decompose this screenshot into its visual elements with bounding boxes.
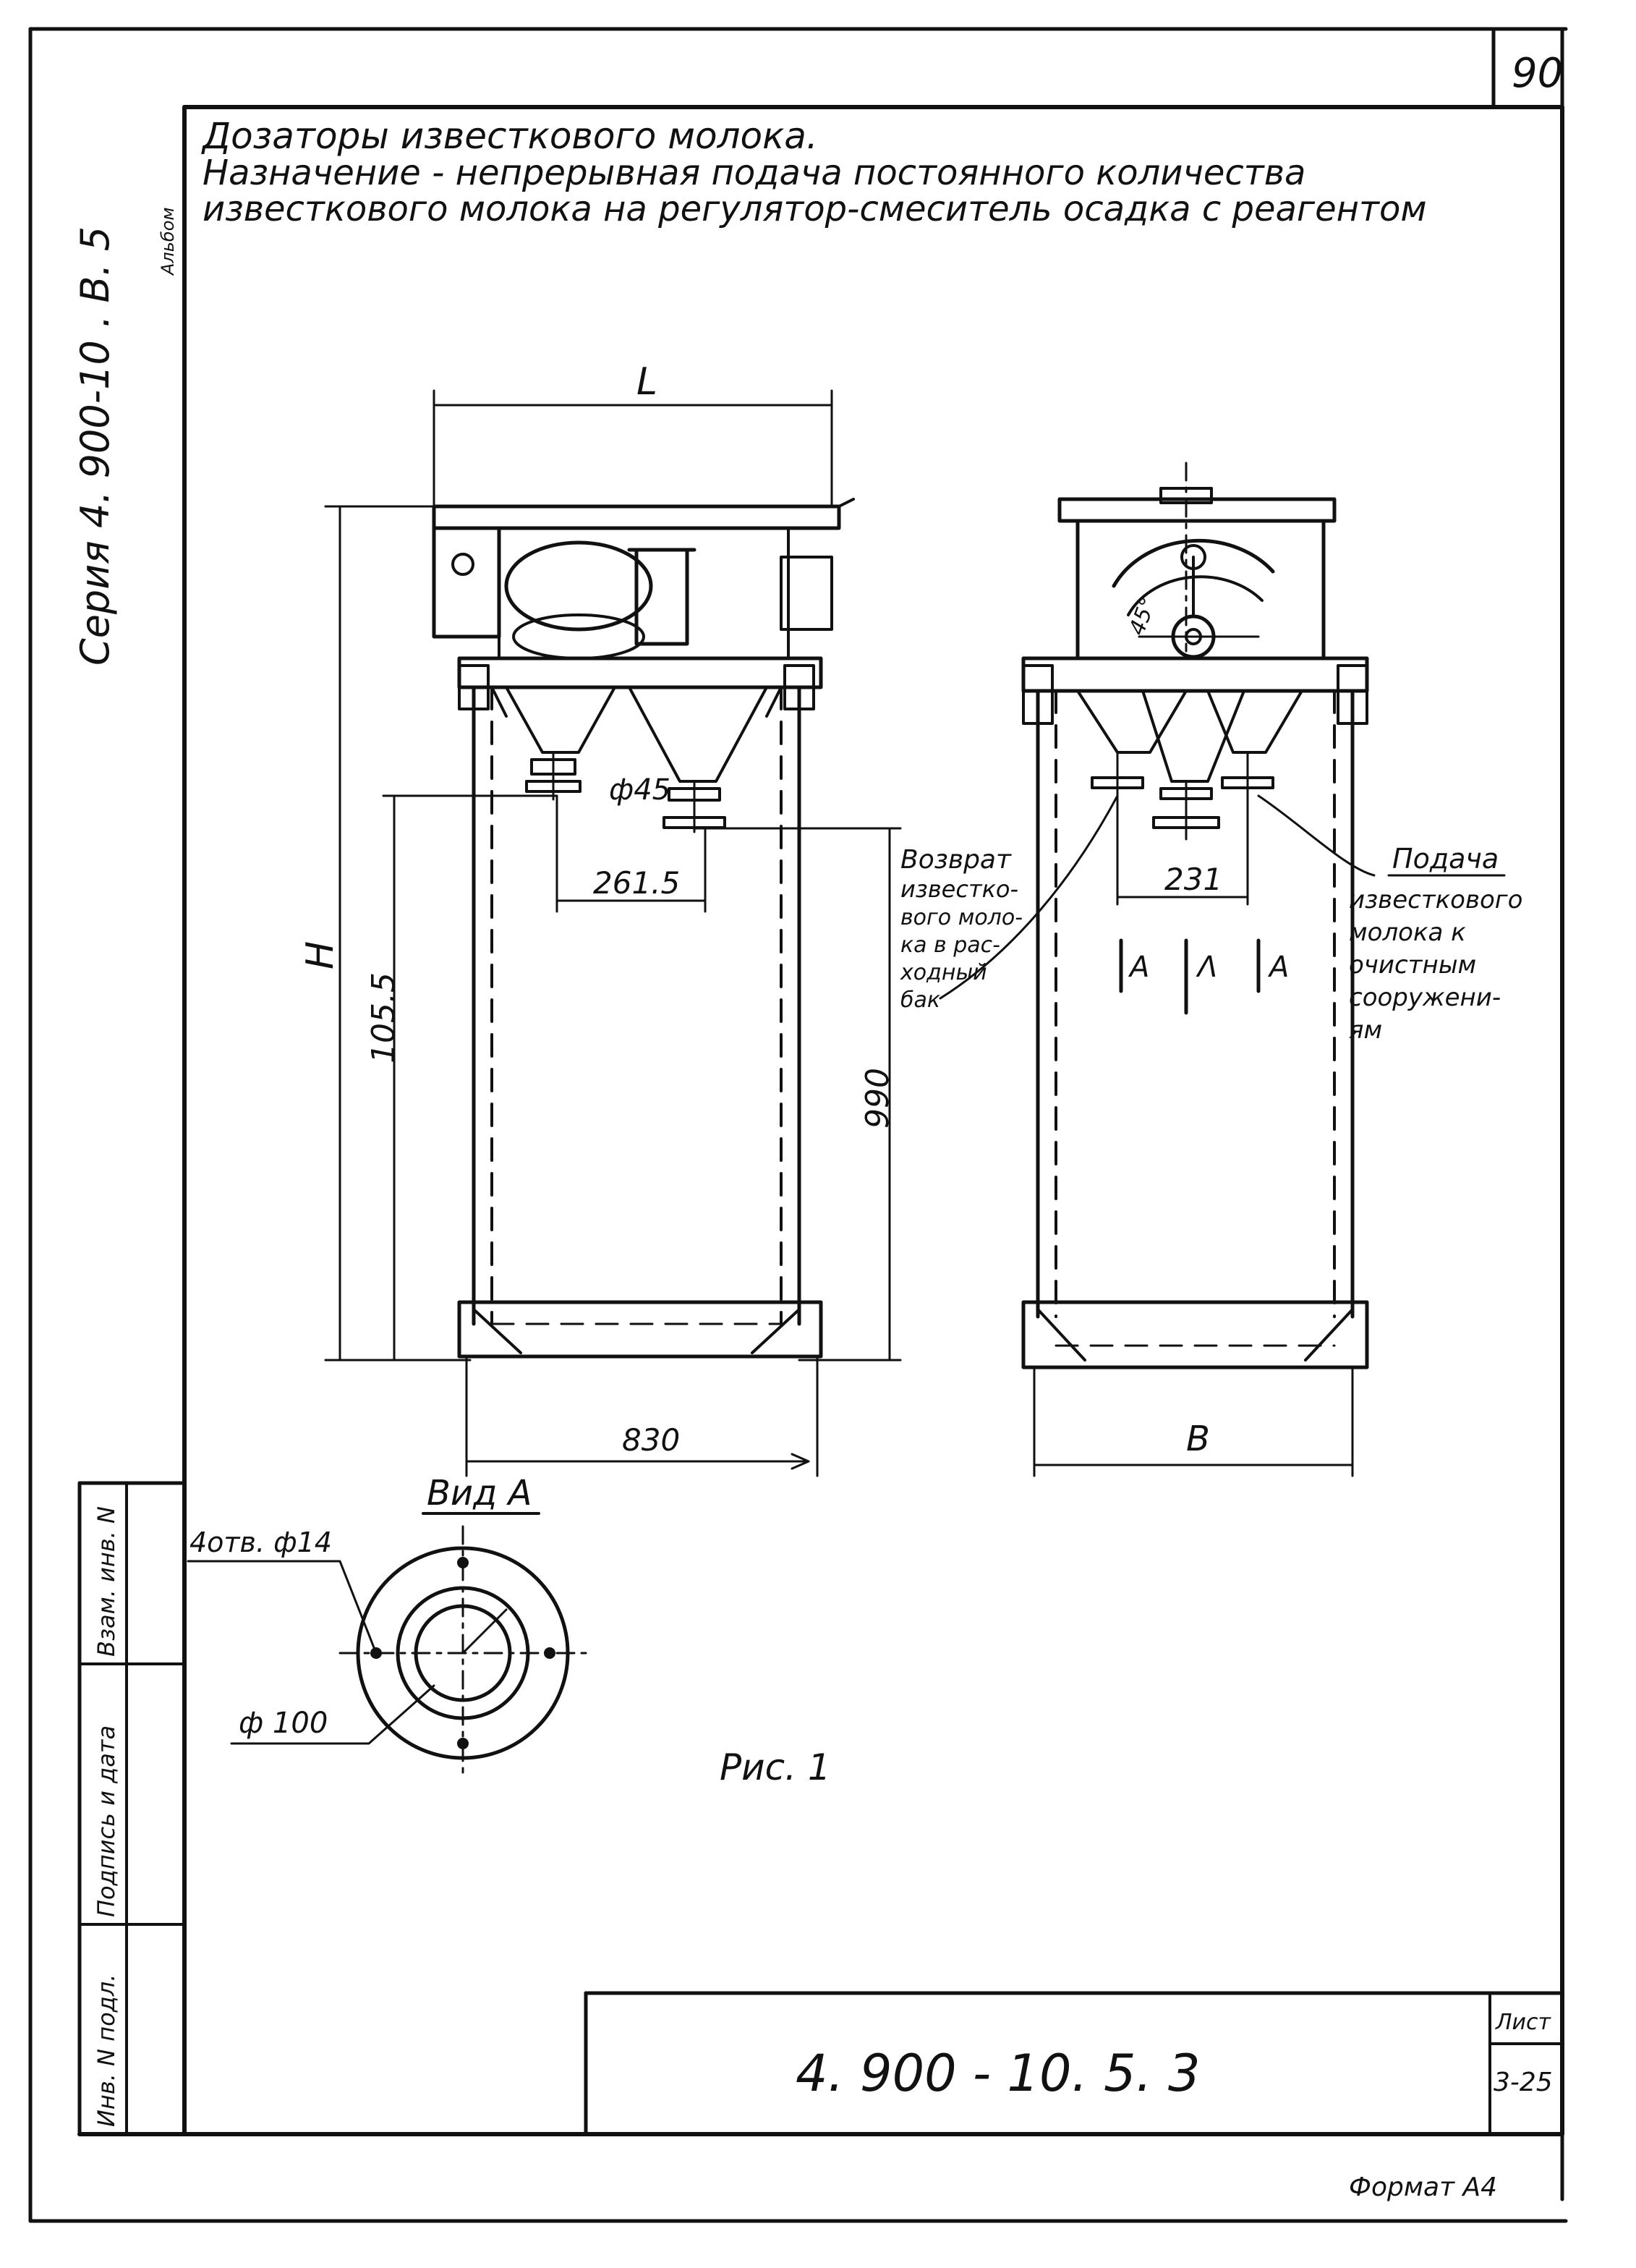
view-a: Вид А 4отв. ф14 ф 100	[187, 1473, 591, 1781]
title-block: 4. 900 - 10. 5. 3 Лист 3-25	[584, 1991, 1564, 2136]
diameter-label: ф 100	[239, 1707, 328, 1740]
view-a-title: Вид А	[427, 1473, 532, 1513]
stamp-cell-2: Подпись и дата	[93, 1725, 120, 1917]
return-line-6: бак	[900, 988, 940, 1013]
dim-L: L	[636, 360, 657, 404]
series-stamp: Серия 4. 900-10 . В. 5 Альбом	[72, 208, 178, 666]
dim-231: 231	[1164, 862, 1222, 897]
inner-frame	[77, 105, 1564, 2136]
return-line-4: ка в рас-	[900, 933, 1000, 958]
supply-line-2: известкового	[1349, 885, 1522, 914]
dim-2615: 261.5	[593, 865, 680, 901]
title-block-text: Дозаторы известкового молока. Назначение…	[201, 115, 1427, 229]
supply-annotation: Подача известкового молока к очистным со…	[1349, 843, 1522, 1045]
dim-990: 990	[859, 1068, 896, 1129]
dim-1055: 105.5	[365, 972, 402, 1063]
supply-line-5: сооружени-	[1349, 983, 1501, 1012]
return-line-2: известко-	[900, 875, 1018, 903]
side-stamp: Взам. инв. N Подпись и дата Инв. N подл.	[77, 1481, 187, 2136]
holes-label: 4отв. ф14	[189, 1526, 332, 1558]
dim-830: 830	[622, 1422, 680, 1458]
return-line-3: вого моло-	[900, 905, 1023, 930]
series-stamp-text: Серия 4. 900-10 . В. 5	[72, 226, 118, 666]
section-mark-3: A	[1267, 951, 1289, 984]
angle-label: 45°	[1125, 594, 1162, 639]
supply-line-3: молока к	[1349, 918, 1466, 947]
figure-caption: Рис. 1	[720, 1746, 831, 1788]
dia-45: ф45	[609, 773, 670, 807]
return-annotation: Возврат известко- вого моло- ка в рас- х…	[900, 845, 1023, 1013]
stamp-cell-3: Инв. N подл.	[93, 1974, 120, 2127]
sheet-value: 3-25	[1494, 2068, 1553, 2097]
album-mark: Альбом	[158, 208, 178, 277]
stamp-cell-1: Взам. инв. N	[93, 1506, 120, 1657]
supply-line-1: Подача	[1392, 843, 1499, 875]
front-view: L ф45	[299, 360, 902, 1477]
title-line-3: известкового молока на регулятор-смесите…	[203, 189, 1427, 229]
leader-lines	[939, 794, 1506, 1000]
supply-line-6: ям	[1349, 1016, 1382, 1045]
sheet-number-box: 90	[1491, 27, 1563, 109]
return-line-5: ходный	[900, 960, 987, 985]
dim-B: B	[1186, 1419, 1210, 1459]
sheet-label: Лист	[1495, 2010, 1552, 2035]
format-note: Формат А4	[1349, 2173, 1497, 2202]
section-mark-1: A	[1128, 951, 1149, 984]
section-mark-2: Λ	[1196, 951, 1217, 984]
side-view: 45° 231 A Λ	[1021, 462, 1369, 1477]
title-line-2: Назначение - непрерывная подача постоянн…	[203, 153, 1305, 193]
return-line-1: Возврат	[900, 845, 1012, 875]
sheet-number: 90	[1512, 50, 1563, 97]
supply-line-4: очистным	[1349, 951, 1476, 980]
title-line-1: Дозаторы известкового молока.	[201, 115, 818, 157]
dim-H: H	[299, 941, 342, 969]
drawing-code: 4. 900 - 10. 5. 3	[796, 2044, 1201, 2103]
